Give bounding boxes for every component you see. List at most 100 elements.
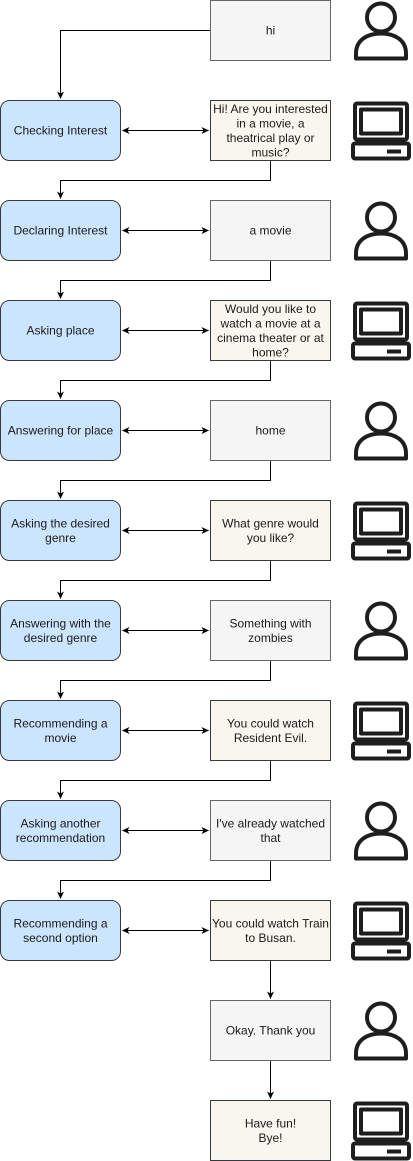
bot-message-node: Have fun!Bye!: [210, 1100, 331, 1161]
bot-message-box: [210, 1100, 331, 1161]
state-label-line: Checking Interest: [14, 124, 108, 138]
computer-icon: [351, 501, 411, 561]
user-icon: [354, 1, 408, 61]
flow-connector: [57, 460, 271, 499]
user-message-text-line: I've already watched: [216, 816, 325, 830]
flow-connector: [57, 160, 271, 199]
computer-icon: [351, 701, 411, 761]
bot-message-text-line: to Busan.: [245, 931, 296, 945]
flow-connector: [57, 560, 271, 599]
user-icon: [354, 201, 408, 261]
computer-icon: [351, 101, 411, 161]
user-message-box: [210, 400, 331, 461]
user-message-text-line: that: [260, 831, 281, 845]
user-message-box: [210, 200, 331, 261]
user-message-text-line: Something with: [229, 616, 311, 630]
bot-message-box: [210, 500, 331, 561]
user-message-node: Okay. Thank you: [210, 1000, 331, 1061]
state-label-line: Recommending a: [13, 716, 107, 730]
state-label-line: recommendation: [16, 831, 105, 845]
flow-connector: [57, 360, 271, 399]
state-box: [0, 800, 121, 861]
state-label-line: Asking place: [26, 324, 94, 338]
state-box: [0, 400, 121, 461]
user-icon: [354, 801, 408, 861]
state-label-line: Recommending a: [13, 916, 107, 930]
user-message-box: [210, 0, 331, 61]
bot-message-text-line: watch a movie at a: [219, 316, 320, 330]
state-box: [0, 100, 121, 161]
state-label-line: desired genre: [24, 631, 98, 645]
state-box: [0, 200, 121, 261]
bot-message-box: [210, 100, 331, 161]
flow-connector: [57, 660, 271, 699]
flow-connector: [57, 260, 271, 299]
bot-message-text-line: Hi! Are you interested: [213, 102, 328, 116]
state-node: Checking Interest: [0, 100, 121, 161]
bot-message-text-line: in a movie, a: [236, 116, 304, 130]
user-message-node: home: [210, 400, 331, 461]
bot-message-text-line: music?: [251, 145, 289, 159]
computer-icon: [351, 301, 411, 361]
user-message-box: [210, 1000, 331, 1061]
state-node: Answering for place: [0, 400, 121, 461]
bot-message-text-line: Would you like to: [225, 302, 316, 316]
state-box: [0, 600, 121, 661]
computer-icon: [351, 1101, 411, 1161]
bot-message-text-line: You could watch Train: [212, 916, 329, 930]
state-box: [0, 500, 121, 561]
computer-icon: [351, 901, 411, 961]
bot-message-text-line: theatrical play or: [226, 131, 314, 145]
bot-message-text-line: Resident Evil.: [234, 731, 307, 745]
user-message-node: hi: [210, 0, 331, 61]
state-label-line: Answering with the: [10, 616, 111, 630]
bot-message-text-line: home?: [252, 345, 289, 359]
user-message-box: [210, 800, 331, 861]
bot-message-text-line: you like?: [247, 531, 295, 545]
bot-message-text-line: Bye!: [258, 1131, 282, 1145]
state-label-line: movie: [44, 731, 76, 745]
state-node: Asking place: [0, 300, 121, 361]
state-box: [0, 900, 121, 961]
state-box: [0, 300, 121, 361]
user-message-text-line: home: [255, 424, 285, 438]
user-icon: [354, 401, 408, 461]
user-message-text-line: hi: [266, 24, 275, 38]
user-icon: [354, 601, 408, 661]
user-message-text-line: Okay. Thank you: [226, 1024, 316, 1038]
state-node: Declaring Interest: [0, 200, 121, 261]
bot-message-text-line: What genre would: [222, 516, 319, 530]
state-box: [0, 700, 121, 761]
flow-connector: [57, 860, 271, 899]
state-label-line: Asking the desired: [11, 516, 110, 530]
state-label-line: Declaring Interest: [13, 224, 108, 238]
flow-connector: [57, 30, 211, 99]
bot-message-box: [210, 700, 331, 761]
user-message-text-line: a movie: [249, 224, 291, 238]
state-label-line: second option: [23, 931, 98, 945]
bot-message-text-line: You could watch: [227, 716, 314, 730]
user-message-box: [210, 600, 331, 661]
bot-message-box: [210, 900, 331, 961]
flow-connector: [57, 760, 271, 799]
user-icon: [354, 1001, 408, 1061]
user-message-text-line: zombies: [248, 631, 293, 645]
bot-message-box: [210, 300, 331, 361]
user-message-node: a movie: [210, 200, 331, 261]
state-label-line: Asking another: [20, 816, 100, 830]
state-label-line: Answering for place: [8, 424, 114, 438]
bot-message-text-line: cinema theater or at: [217, 331, 324, 345]
